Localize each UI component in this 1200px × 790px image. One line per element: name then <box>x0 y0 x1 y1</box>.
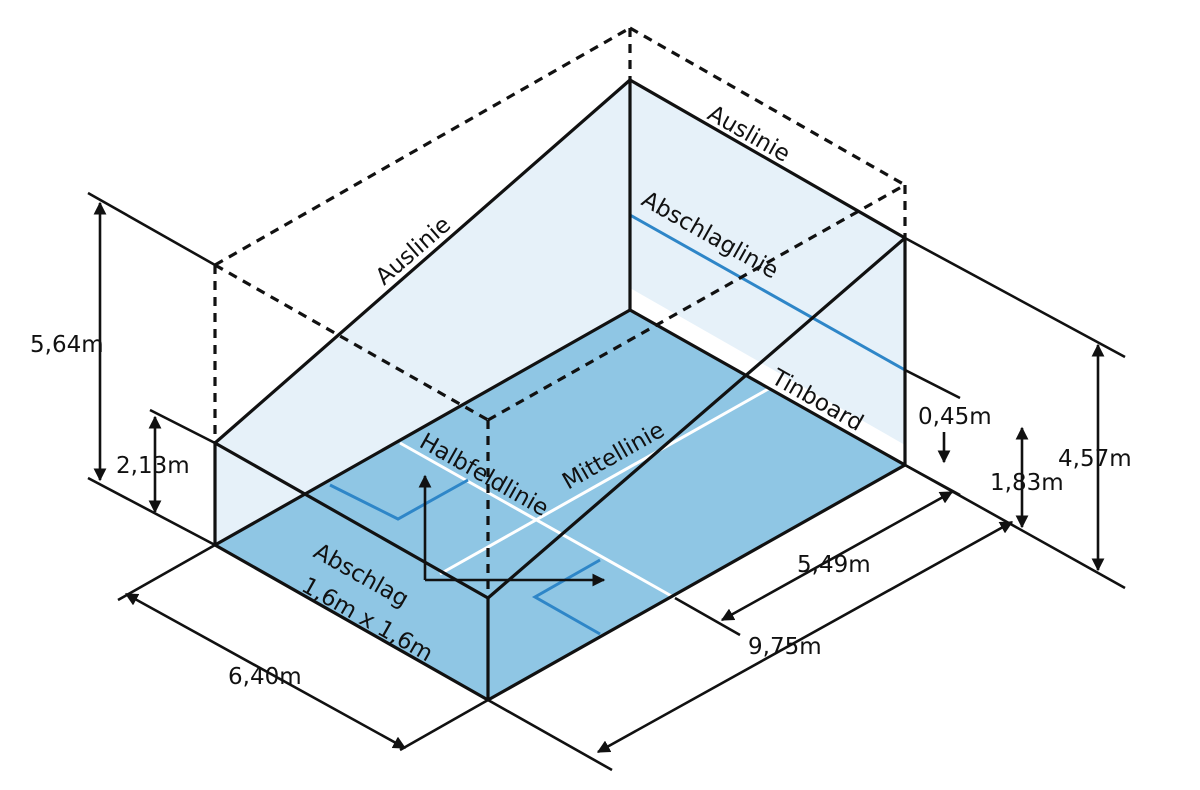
front-wall <box>630 80 905 465</box>
ext-line-front-right-top <box>904 236 1126 359</box>
floor-front-edge <box>628 308 907 467</box>
back-wall-top <box>213 441 490 600</box>
tinboard-strip <box>630 288 905 465</box>
dashed-top-front <box>629 26 906 187</box>
dim-label-0-45: 0,45m <box>918 404 992 430</box>
dim-label-9-75: 9,75m <box>748 634 822 660</box>
dim-label-4-57: 4,57m <box>1058 446 1132 472</box>
service-line <box>629 213 906 372</box>
dim-arrow-9-75 <box>596 520 1014 754</box>
dim-label-2-13: 2,13m <box>116 453 190 479</box>
service-box-left <box>329 478 469 521</box>
ext-line-width-right <box>399 698 489 752</box>
left-side-wall <box>215 80 630 545</box>
dim-label-5-64: 5,64m <box>30 332 104 358</box>
dashed-back-diagonal <box>214 263 489 422</box>
dim-label-5-49: 5,49m <box>797 552 871 578</box>
dim-label-6-40: 6,40m <box>228 664 302 690</box>
dim-arrow-6-40 <box>124 592 407 750</box>
service-box-right <box>531 558 601 636</box>
ext-line-bottom-left <box>87 476 216 547</box>
ext-line-tin <box>904 368 961 400</box>
half-court-line <box>439 386 771 576</box>
ext-line-length-back <box>487 698 613 772</box>
ext-line-floor-front <box>904 463 961 497</box>
floor-front-left-edge <box>213 308 632 547</box>
right-wall-top <box>486 236 907 600</box>
ext-line-top-left <box>87 191 216 267</box>
ext-line-mid-left <box>149 408 216 445</box>
ext-line-width-left <box>117 543 216 602</box>
dim-label-1-83: 1,83m <box>990 470 1064 496</box>
